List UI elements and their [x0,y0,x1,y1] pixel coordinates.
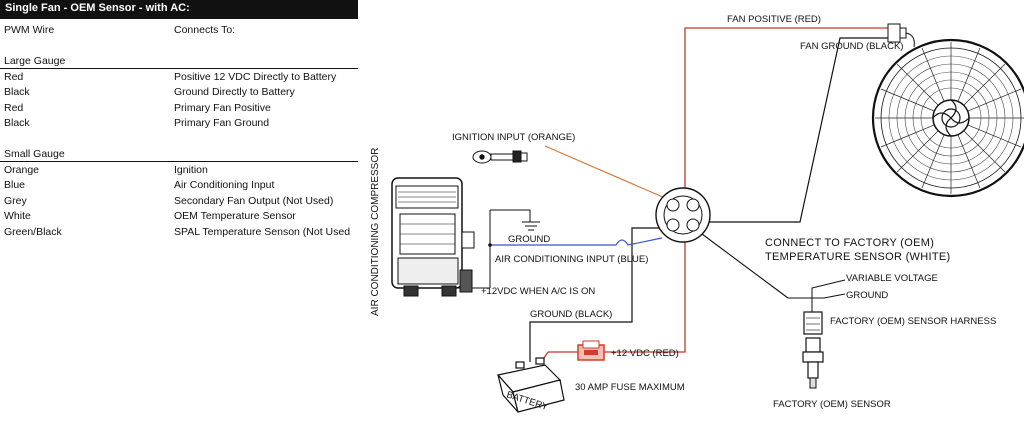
ac-input-wire [490,237,663,246]
connects-cell: Positive 12 VDC Directly to Battery [174,71,337,83]
sensor-ground-label: GROUND [846,290,888,301]
oem-connect-label-line2: TEMPERATURE SENSOR (WHITE) [765,251,950,263]
wire-cell: Blue [4,179,26,191]
sensor-harness-label: FACTORY (OEM) SENSOR HARNESS [830,316,996,327]
table-row: White OEM Temperature Sensor [0,209,358,223]
wire-cell: Red [4,71,24,83]
pwm-controller-icon [655,187,711,243]
connects-cell: Ignition [174,164,208,176]
wire-cell: Black [4,86,30,98]
wiring-table: Single Fan - OEM Sensor - with AC: PWM W… [0,0,358,245]
ac-compressor-icon [391,177,475,297]
connects-cell: Primary Fan Ground [174,117,270,129]
section-divider [0,68,358,69]
connects-cell: Primary Fan Positive [174,102,271,114]
table-header: Single Fan - OEM Sensor - with AC: [0,0,358,19]
wire-cell: White [4,210,31,222]
ac-input-label: AIR CONDITIONING INPUT (BLUE) [495,254,648,265]
ac-compressor-label: AIR CONDITIONING COMPRESSOR [370,148,381,316]
column-header-row: PWM Wire Connects To: [0,23,358,37]
table-row: Green/Black SPAL Temperature Senson (Not… [0,225,358,239]
fan-positive-wire [684,27,888,195]
sensor-ground-wire [812,293,846,299]
ignition-input-label: IGNITION INPUT (ORANGE) [452,132,575,143]
oem-sensor-harness-icon [803,311,823,335]
table-row: Orange Ignition [0,163,358,177]
oem-connect-label-line1: CONNECT TO FACTORY (OEM) [765,237,934,249]
connects-cell: OEM Temperature Sensor [174,210,296,222]
column-header-wire: PWM Wire [4,24,55,36]
table-row: Black Primary Fan Ground [0,116,358,130]
fan-ground-wire [700,37,888,223]
wire-cell: Red [4,102,24,114]
wire-cell: Green/Black [4,226,62,238]
ground-junction-dot [488,243,492,247]
table-row: Grey Secondary Fan Output (Not Used) [0,194,358,208]
positive-12v-wire [604,235,686,353]
fuse-icon [577,340,605,361]
table-row: Black Ground Directly to Battery [0,85,358,99]
wire-cell: Black [4,117,30,129]
section-title-large-gauge: Large Gauge [4,55,66,67]
ground-black-wire [529,227,665,362]
ac-power-label: +12VDC WHEN A/C IS ON [481,286,595,297]
electric-fan-icon [871,38,1024,198]
wire-cell: Orange [4,164,40,176]
ground-black-label: GROUND (BLACK) [530,309,612,320]
section-title-small-gauge: Small Gauge [4,148,65,160]
plus12-red-label: +12 VDC (RED) [611,348,679,359]
ignition-wire [544,145,666,199]
table-row: Red Primary Fan Positive [0,101,358,115]
variable-voltage-label: VARIABLE VOLTAGE [846,273,938,284]
table-row: Blue Air Conditioning Input [0,178,358,192]
sensor-label: FACTORY (OEM) SENSOR [773,399,891,410]
fan-positive-label: FAN POSITIVE (RED) [727,14,821,25]
oem-temperature-sensor-icon [802,337,824,389]
compressor-ground-wire [490,209,531,222]
ground-symbol-icon [522,221,540,231]
wire-cell: Grey [4,195,27,207]
table-row: Red Positive 12 VDC Directly to Battery [0,70,358,84]
ground-label: GROUND [508,234,550,245]
connects-cell: SPAL Temperature Senson (Not Used [174,226,351,238]
fan-connector-icon [887,23,915,48]
table-title: Single Fan - OEM Sensor - with AC: [5,2,190,14]
column-header-connects: Connects To: [174,24,236,36]
sensor-variable-voltage-wire [788,279,846,299]
connects-cell: Air Conditioning Input [174,179,275,191]
connects-cell: Ground Directly to Battery [174,86,295,98]
connects-cell: Secondary Fan Output (Not Used) [174,195,334,207]
fan-ground-label: FAN GROUND (BLACK) [800,41,903,52]
ignition-key-icon [472,150,528,164]
oem-sensor-wire [701,233,789,299]
fuse-label: 30 AMP FUSE MAXIMUM [575,382,685,393]
battery-icon: BATTERY [496,357,565,413]
section-divider [0,161,358,162]
